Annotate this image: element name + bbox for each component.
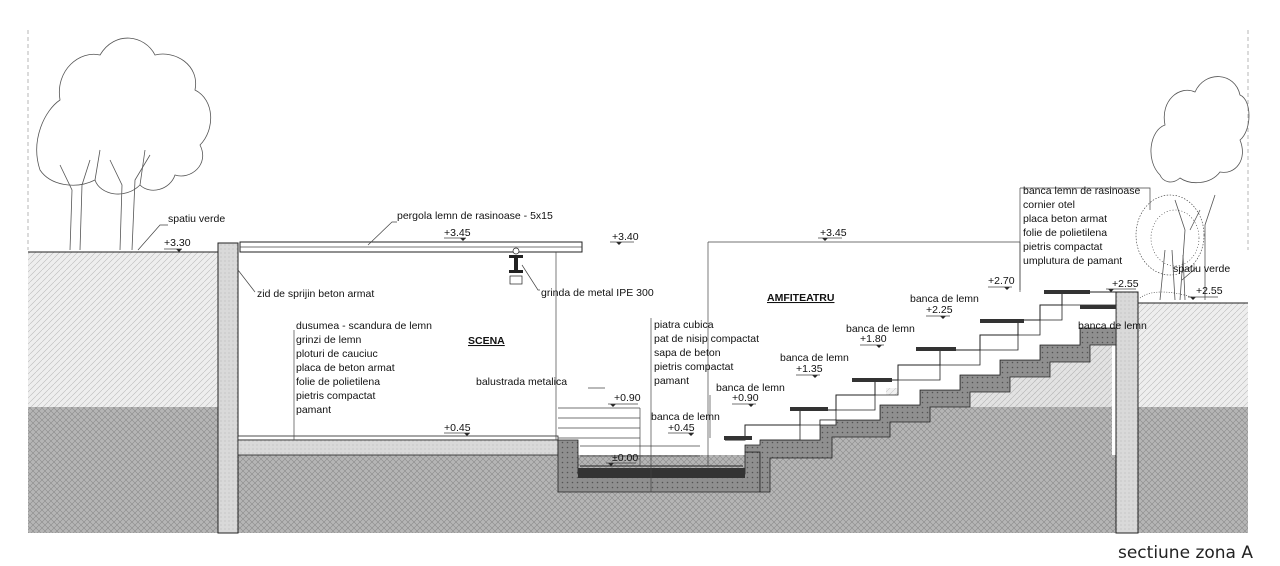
level-marker-pergola: +3.45 — [444, 227, 471, 241]
stage-slab-top — [237, 435, 559, 441]
svg-text:cornier otel: cornier otel — [1023, 199, 1075, 211]
svg-text:+0.45: +0.45 — [668, 422, 695, 434]
svg-text:dusumea - scandura de lemn: dusumea - scandura de lemn — [296, 320, 432, 332]
top-layers-list: banca lemn de rasinoase cornier otel pla… — [1023, 185, 1140, 267]
svg-text:±0.00: ±0.00 — [612, 452, 638, 464]
svg-text:folie de polietilena: folie de polietilena — [1023, 227, 1107, 239]
level-marker-bench-045: +0.45 — [668, 422, 695, 436]
shrub-right — [1135, 194, 1205, 301]
bench-7 — [1080, 305, 1116, 309]
svg-text:piatra cubica: piatra cubica — [654, 319, 714, 331]
left-retaining-wall — [217, 242, 239, 534]
bench-6 — [1044, 290, 1090, 294]
svg-text:+1.80: +1.80 — [860, 333, 887, 345]
svg-text:placa beton armat: placa beton armat — [1023, 213, 1107, 225]
label-green-right: spatiu verde — [1173, 263, 1230, 275]
level-marker-green-right: +2.55 — [1188, 285, 1223, 300]
level-marker-top-mid: +3.40 — [610, 231, 639, 245]
label-railing: balustrada metalica — [476, 376, 567, 388]
svg-text:grinzi de lemn: grinzi de lemn — [296, 334, 362, 346]
svg-text:pat de nisip compactat: pat de nisip compactat — [654, 333, 759, 345]
left-upper-soil — [28, 252, 218, 407]
level-marker-step-135: +1.35 — [796, 363, 823, 378]
svg-text:+3.45: +3.45 — [444, 227, 471, 239]
level-marker-step-090: +0.90 — [732, 392, 759, 407]
label-bench-4: banca de lemn — [846, 323, 915, 335]
svg-text:pietris compactat: pietris compactat — [296, 390, 375, 402]
svg-text:+3.45: +3.45 — [820, 227, 847, 239]
right-upper-soil — [1138, 303, 1248, 407]
level-marker-stage: +0.45 — [444, 422, 471, 436]
level-marker-step-180: +1.80 — [860, 333, 887, 348]
tree-right — [1150, 76, 1250, 301]
svg-text:+0.45: +0.45 — [444, 422, 471, 434]
zone-scene: SCENA — [468, 335, 505, 347]
svg-text:+2.55: +2.55 — [1196, 285, 1223, 297]
bench-3 — [852, 378, 892, 382]
svg-text:+0.90: +0.90 — [732, 392, 759, 404]
drawing-title: sectiune zona A — [1118, 543, 1253, 563]
svg-text:banca lemn de rasinoase: banca lemn de rasinoase — [1023, 185, 1140, 197]
svg-text:ploturi de cauciuc: ploturi de cauciuc — [296, 348, 378, 360]
svg-text:folie de polietilena: folie de polietilena — [296, 376, 380, 388]
pavement-layers-list: piatra cubica pat de nisip compactat sap… — [654, 319, 759, 387]
zone-amphitheatre: AMFITEATRU — [767, 292, 834, 304]
svg-text:pietris compactat: pietris compactat — [1023, 241, 1102, 253]
label-bench-5: banca de lemn — [910, 293, 979, 305]
label-bench-2: banca de lemn — [716, 382, 785, 394]
level-marker-amph-top: +3.45 — [818, 227, 847, 241]
svg-text:+0.90: +0.90 — [614, 392, 641, 404]
stage-slab — [237, 439, 559, 456]
svg-text:placa de beton armat: placa de beton armat — [296, 362, 395, 374]
bench-1 — [724, 436, 752, 440]
svg-text:pietris compactat: pietris compactat — [654, 361, 733, 373]
label-retaining-wall: zid de sprijin beton armat — [257, 288, 374, 300]
label-bench-7: banca de lemn — [1078, 320, 1147, 332]
level-marker-railing: +0.90 — [608, 392, 641, 407]
level-marker-step-225: +2.25 — [926, 304, 953, 319]
tree-left — [36, 37, 212, 251]
svg-text:sapa de beton: sapa de beton — [654, 347, 721, 359]
svg-text:umplutura de pamant: umplutura de pamant — [1023, 255, 1122, 267]
level-marker-step-270: +2.70 — [988, 275, 1015, 290]
steps-concrete-outline — [725, 291, 1116, 441]
level-marker-top-255: +2.55 — [1106, 278, 1139, 292]
ipe-beam-icon — [509, 247, 523, 285]
left-lower-soil — [28, 407, 218, 533]
label-beam: grinda de metal IPE 300 — [541, 287, 654, 299]
svg-text:+3.30: +3.30 — [164, 237, 191, 249]
svg-text:pamant: pamant — [654, 375, 689, 387]
label-bench-1: banca de lemn — [651, 411, 720, 423]
level-marker-pit: ±0.00 — [606, 452, 638, 466]
bench-2 — [790, 407, 828, 411]
label-pergola: pergola lemn de rasinoase - 5x15 — [397, 210, 553, 222]
right-lower-soil — [1138, 407, 1248, 533]
svg-text:+2.25: +2.25 — [926, 304, 953, 316]
svg-text:+2.55: +2.55 — [1112, 278, 1139, 290]
bench-4 — [916, 347, 956, 351]
svg-text:+3.40: +3.40 — [612, 231, 639, 243]
leader-lines — [137, 187, 1197, 492]
svg-text:+2.70: +2.70 — [988, 275, 1015, 287]
pit-floor — [578, 468, 745, 478]
steps-fill — [760, 304, 1117, 441]
floor-layers-list: dusumea - scandura de lemn grinzi de lem… — [296, 320, 432, 416]
bench-5 — [980, 319, 1024, 323]
svg-text:pamant: pamant — [296, 404, 331, 416]
level-marker-green-left: +3.30 — [164, 237, 191, 252]
label-green-left: spatiu verde — [168, 213, 225, 225]
metal-railing — [558, 407, 700, 466]
svg-text:+1.35: +1.35 — [796, 363, 823, 375]
label-bench-3: banca de lemn — [780, 352, 849, 364]
